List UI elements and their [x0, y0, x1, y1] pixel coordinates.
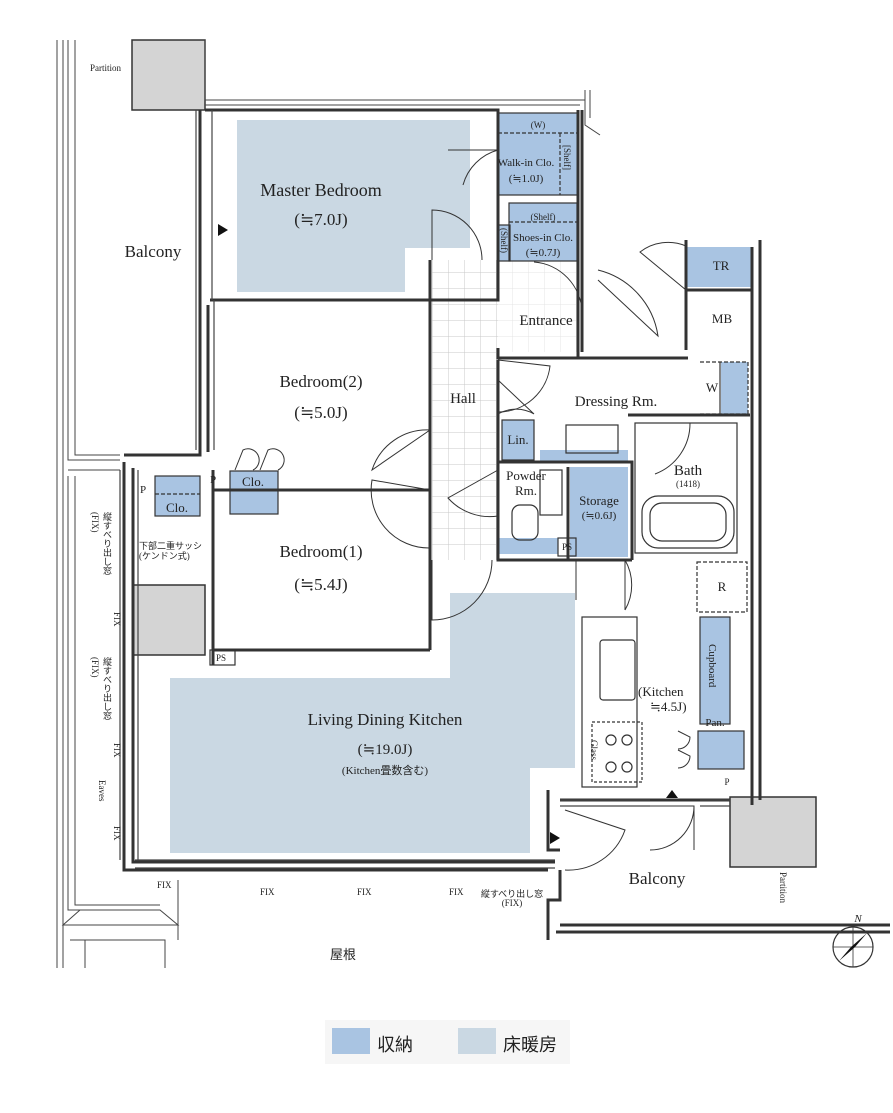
- fix-note-7: FIX: [449, 887, 464, 897]
- bedroom2-size: (≒5.0J): [294, 403, 348, 422]
- legend-storage-label: 収納: [377, 1035, 413, 1056]
- pantry-label: Pan.: [705, 717, 725, 729]
- legend-floor-heating-label: 床暖房: [503, 1035, 557, 1056]
- shoesin-closet-fill: [509, 203, 577, 261]
- r-label: R: [717, 579, 727, 594]
- double-sash-note: 下部二重サッシ: [139, 541, 203, 551]
- compass-icon: [832, 926, 874, 968]
- ldk-size: (≒19.0J): [357, 742, 413, 758]
- clo-b2-label: Clo.: [241, 474, 265, 489]
- pillar-bottom-right: [729, 796, 817, 868]
- bedroom1-name: Bedroom(1): [279, 542, 363, 561]
- tr-label: TR: [712, 258, 730, 273]
- kendon-note: (ケンドン式): [139, 551, 190, 561]
- p-label-kitchen: P: [724, 777, 730, 787]
- partition-label-bottom: Partition: [778, 872, 788, 903]
- pillar-top-left: [131, 39, 206, 111]
- legend-storage-swatch: [332, 1028, 370, 1054]
- walkin-name: Walk-in Clo.: [497, 157, 555, 169]
- ps-label-bath: PS: [561, 542, 573, 552]
- shoesin-shelf-side-label: (Shelf): [499, 228, 509, 253]
- cupboard-fill: [700, 617, 730, 724]
- legend-floor-heating-swatch: [458, 1028, 496, 1054]
- walkin-w-label: (W): [530, 120, 546, 130]
- dressing-label: Dressing Rm.: [574, 394, 658, 410]
- fix-note-6: FIX: [357, 887, 372, 897]
- master-bedroom-heating: [237, 120, 470, 292]
- balcony-left-label: Balcony: [124, 242, 182, 261]
- fix-note-2: FIX: [112, 743, 122, 758]
- master-bedroom-name: Master Bedroom: [260, 180, 382, 200]
- fix-paren-note-2: (FIX): [90, 657, 100, 678]
- bath-name: Bath: [673, 463, 703, 479]
- ps-label-bedroom: PS: [215, 653, 227, 663]
- vertical-sliding-fix-note-line1: 縦すべり出し窓: [480, 889, 544, 899]
- bath-size: (1418): [676, 479, 700, 489]
- master-bedroom-size: (≒7.0J): [294, 210, 348, 229]
- tr-fill: [686, 247, 752, 287]
- shoesin-shelf-label: (Shelf): [530, 212, 556, 222]
- walkin-shelf-label: [Shelf]: [562, 145, 572, 170]
- bedroom2-name: Bedroom(2): [279, 372, 363, 391]
- linen-label: Lin.: [507, 432, 529, 447]
- powder-label: Powder Rm.: [506, 468, 546, 498]
- pantry-fill: [698, 731, 744, 769]
- entry-arrow-balcony: [550, 832, 560, 844]
- storage-size: (≒0.6J): [581, 510, 617, 522]
- p-label-left: P: [139, 484, 147, 496]
- compass-north-label: N: [854, 913, 862, 925]
- fix-note-3: FIX: [112, 826, 122, 841]
- w-shelf-label: W: [705, 380, 719, 395]
- ldk-note: (Kitchen畳数含む): [341, 765, 429, 777]
- ldk-name: Living Dining Kitchen: [307, 710, 463, 729]
- bedroom1-size: (≒5.4J): [294, 575, 348, 594]
- hall-floor-tiles: [432, 260, 498, 560]
- entrance-floor-tiles: [498, 260, 578, 352]
- vertical-sliding-note-1: 縦すべり出し窓: [102, 512, 112, 575]
- ldk-heating: [170, 593, 575, 853]
- fix-note-4: FIX: [157, 880, 172, 890]
- partition-label-top: Partition: [90, 63, 121, 73]
- shoesin-name: Shoes-in Clo.: [513, 232, 573, 244]
- pillar-mid-left: [132, 584, 206, 656]
- cupboard-label: Cupboard: [706, 644, 718, 688]
- glass-label: Glass: [589, 740, 599, 760]
- storage-fill: [570, 467, 628, 557]
- linen-fill: [502, 420, 534, 460]
- w-shelf-fill: [721, 362, 748, 414]
- fix-note-1: FIX: [112, 612, 122, 627]
- fix-note-5: FIX: [260, 887, 275, 897]
- powder-floor-fill: [498, 538, 558, 554]
- kitchen-name: (Kitchen: [638, 684, 684, 699]
- clo-b2-fill: [230, 471, 278, 514]
- entry-arrow-master: [218, 224, 228, 236]
- storage-name: Storage: [579, 493, 619, 508]
- roof-label: 屋根: [329, 947, 357, 962]
- walkin-closet-fill: [498, 113, 578, 195]
- vertical-sliding-note-2: 縦すべり出し窓: [102, 657, 112, 720]
- mb-label: MB: [711, 311, 733, 326]
- kitchen-size: ≒4.5J): [650, 699, 687, 714]
- walkin-size: (≒1.0J): [508, 173, 544, 185]
- hall-label: Hall: [450, 391, 476, 407]
- entry-arrow-kitchen-top: [666, 790, 678, 798]
- balcony-bottom-label: Balcony: [628, 869, 686, 888]
- fix-paren-note-1: (FIX): [90, 512, 100, 533]
- shoesin-shelf-fill: [498, 225, 510, 261]
- p-label-mid: P: [209, 474, 217, 486]
- clo-b1-fill: [155, 476, 200, 516]
- legend: 収納 床暖房: [325, 1020, 570, 1064]
- dressing-counter-fill: [540, 450, 628, 462]
- clo-b1-label: Clo.: [165, 500, 189, 515]
- vertical-sliding-fix-note-line2: (FIX): [501, 898, 523, 908]
- entrance-label: Entrance: [519, 313, 573, 329]
- shoesin-size: (≒0.7J): [525, 247, 561, 259]
- eaves-note: Eaves: [97, 780, 107, 802]
